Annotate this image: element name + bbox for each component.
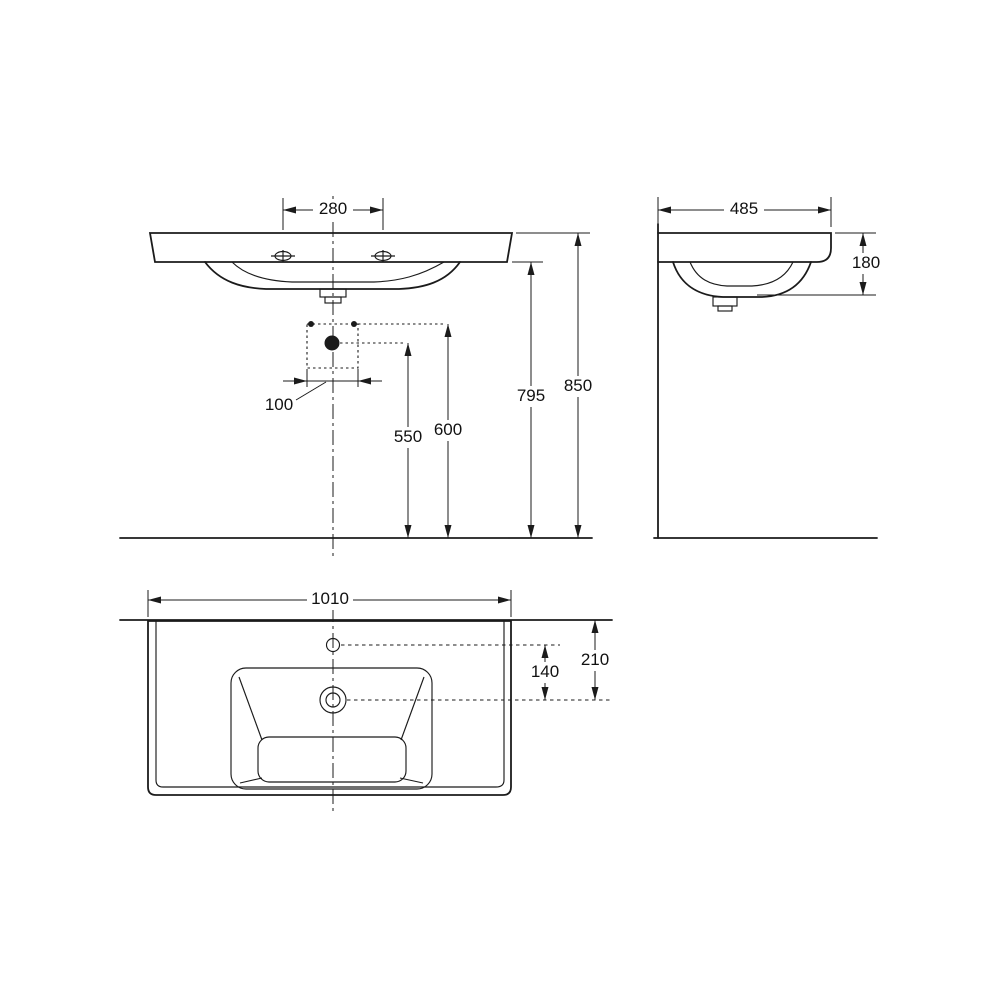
side-drain-fitting — [712, 296, 738, 307]
dim-drain-height: 550 — [388, 343, 428, 538]
dim-tap-hole-spacing: 280 — [282, 198, 384, 230]
dim-label-1010: 1010 — [311, 589, 349, 608]
fixing-hole-right — [351, 321, 357, 327]
front-bowl-inner-edge — [231, 261, 445, 283]
label-mask — [307, 589, 353, 610]
dim-label-140: 140 — [531, 662, 559, 681]
front-basin-rim — [148, 232, 514, 263]
side-drain-fitting-lower — [717, 305, 733, 312]
label-mask — [846, 253, 886, 274]
bowl-slope-line-br — [399, 777, 424, 784]
top-bowl-bottom — [257, 736, 407, 783]
top-bowl-outline — [230, 667, 433, 790]
dim-front-section-height: 180 — [757, 232, 886, 296]
label-mask — [558, 376, 598, 397]
dim-label-280: 280 — [319, 199, 347, 218]
label-mask — [428, 420, 468, 441]
side-basin-rim — [657, 232, 832, 263]
fixing-hole-box — [306, 323, 359, 369]
leader-line — [295, 381, 327, 401]
dim-label-795: 795 — [517, 386, 545, 405]
bowl-slope-line-tl — [238, 676, 263, 741]
label-mask — [511, 386, 551, 407]
dim-label-100: 100 — [265, 395, 293, 414]
dim-underside-height: 795 — [511, 261, 551, 538]
side-bowl-inner-edge — [689, 261, 794, 287]
front-tap-hole-right — [371, 250, 395, 262]
top-basin-outline — [147, 620, 512, 796]
label-mask — [525, 662, 565, 683]
dim-label-180: 180 — [852, 253, 880, 272]
bowl-slope-line-tr — [400, 676, 425, 741]
dim-label-850: 850 — [564, 376, 592, 395]
top-basin-rim-inner — [155, 621, 505, 788]
dim-label-550: 550 — [394, 427, 422, 446]
dim-label-600: 600 — [434, 420, 462, 439]
side-view: 485 180 — [653, 197, 886, 539]
front-fixing-holes — [306, 321, 446, 369]
front-view: 280 100 550 600 795 — [119, 196, 598, 560]
dim-fixing-hole-height: 600 — [428, 324, 468, 538]
dim-rear-edge-to-drain: 210 — [575, 620, 615, 700]
dim-tap-hole-to-drain: 140 — [525, 645, 565, 700]
dim-label-210: 210 — [581, 650, 609, 669]
fixing-hole-left — [308, 321, 314, 327]
dim-overall-height: 850 — [516, 232, 598, 538]
label-mask — [388, 427, 428, 448]
dim-overall-depth: 485 — [657, 197, 832, 227]
label-mask — [575, 650, 615, 671]
drain-outlet-point — [324, 335, 340, 351]
dim-overall-width: 1010 — [147, 589, 512, 617]
dim-label-485: 485 — [730, 199, 758, 218]
front-tap-hole-left — [271, 250, 295, 262]
dim-fixing-hole-span: 100 — [265, 369, 382, 414]
front-drain-fitting-lower — [324, 296, 342, 304]
label-mask — [724, 199, 764, 220]
bowl-slope-line-bl — [239, 777, 263, 784]
label-mask — [313, 199, 353, 220]
side-bowl-underside — [672, 261, 812, 298]
top-view: 1010 140 210 — [119, 589, 615, 813]
